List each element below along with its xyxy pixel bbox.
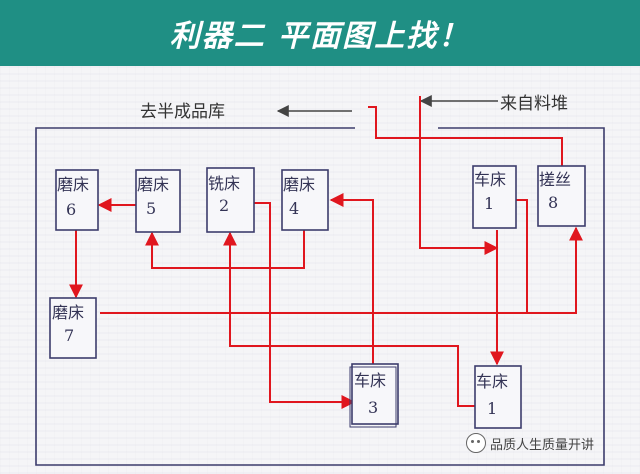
machine-name: 车床: [354, 371, 386, 390]
from-material-label: 来自料堆: [500, 94, 568, 114]
machine-name: 磨床: [137, 175, 169, 194]
flow-mill2-to-lathe3: [254, 202, 356, 409]
machine-lathe-3: 车床 3: [349, 363, 399, 428]
title-bar: 利器二 平面图上找！: [0, 0, 640, 66]
machine-number: 3: [368, 398, 378, 417]
watermark: 品质人生质量开讲: [466, 433, 594, 453]
machine-number: 2: [219, 196, 229, 215]
watermark-text: 品质人生质量开讲: [490, 437, 595, 453]
machine-number: 1: [487, 399, 497, 418]
wechat-icon: [466, 433, 486, 453]
machine-number: 7: [64, 326, 74, 345]
machine-name: 铣床: [208, 174, 240, 193]
flow-thread8-to-warehouse: [368, 106, 563, 166]
machine-name: 磨床: [57, 175, 89, 194]
machine-number: 1: [484, 194, 494, 213]
machine-grinder-5: 磨床 5: [135, 169, 181, 233]
machine-name: 车床: [476, 372, 508, 391]
workshop-outline: [35, 127, 605, 466]
machine-thread-rolling-8: 搓丝 8: [537, 165, 586, 227]
machine-grinder-4: 磨床 4: [281, 169, 329, 231]
machine-number: 5: [146, 199, 156, 218]
flow-lathe1b-to-mill2: [223, 231, 475, 407]
machine-grinder-6: 磨床 6: [55, 169, 99, 231]
machine-name: 搓丝: [539, 170, 571, 189]
machine-name: 磨床: [52, 303, 84, 322]
machine-lathe-1-top: 车床 1: [472, 165, 517, 229]
flow-material-to-lathe1: [419, 96, 499, 255]
machine-mill-2: 铣床 2: [206, 167, 255, 233]
to-warehouse-label: 去半成品库: [140, 102, 225, 122]
flow-grinder7-to-thread8: [100, 226, 583, 314]
slide-title: 利器二 平面图上找！: [169, 19, 471, 54]
machine-grinder-7: 磨床 7: [49, 297, 97, 359]
flow-lines: [69, 96, 583, 409]
flow-lathe3-to-grinder4: [329, 193, 374, 365]
flow-grinder4-to-grinder5: [145, 230, 305, 269]
machine-number: 8: [548, 193, 558, 212]
machine-name: 磨床: [283, 175, 315, 194]
machine-name: 车床: [474, 170, 506, 189]
machine-number: 4: [289, 199, 299, 218]
machine-lathe-1-bottom: 车床 1: [474, 365, 522, 429]
machine-number: 6: [66, 200, 76, 219]
